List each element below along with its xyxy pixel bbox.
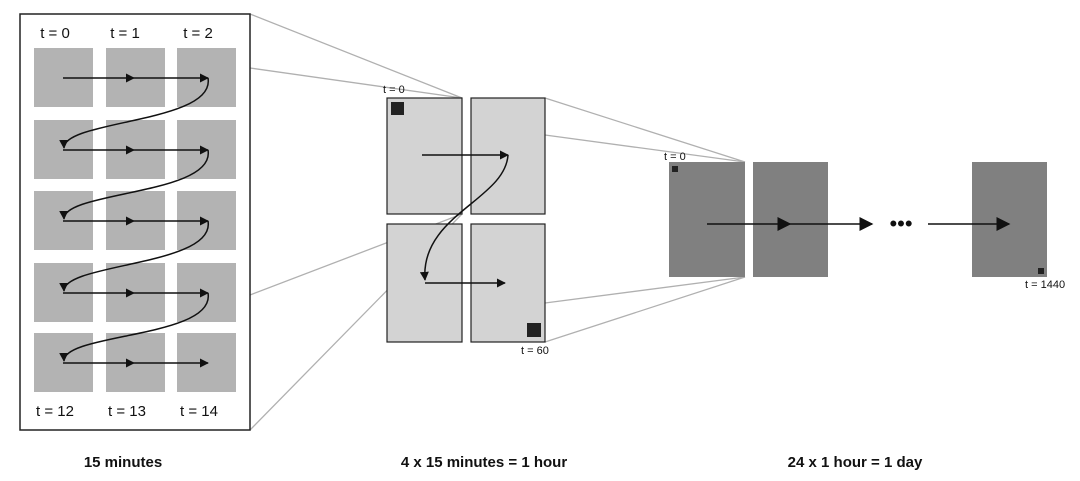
minute-cell-grid bbox=[34, 48, 236, 392]
hour-block bbox=[972, 162, 1047, 277]
hour-start-label: t = 0 bbox=[383, 84, 405, 96]
bottom-time-label: t = 13 bbox=[108, 403, 146, 420]
hour-end-label: t = 60 bbox=[521, 345, 549, 357]
day-end-label: t = 1440 bbox=[1025, 279, 1065, 291]
day-start-label: t = 0 bbox=[664, 151, 686, 163]
quarter-hour-block bbox=[470, 223, 546, 343]
minute-scan-arrows bbox=[59, 73, 209, 368]
minute-scan-arrow bbox=[59, 149, 209, 220]
caption-1-day: 24 x 1 hour = 1 day bbox=[788, 454, 923, 471]
hour-scan-arrow bbox=[419, 154, 509, 281]
connector-line bbox=[544, 276, 746, 304]
connector-line bbox=[544, 134, 746, 163]
minute-scan-arrow bbox=[59, 77, 209, 149]
top-time-label: t = 1 bbox=[110, 25, 140, 42]
quarter-hour-block bbox=[386, 97, 463, 215]
bottom-time-label: t = 12 bbox=[36, 403, 74, 420]
top-time-label: t = 2 bbox=[183, 25, 213, 42]
hour-block bbox=[753, 162, 828, 277]
panel-1-hour: t = 0 t = 60 4 x 15 minutes = 1 hour bbox=[383, 84, 567, 471]
caption-15-minutes: 15 minutes bbox=[84, 454, 162, 471]
connector-line bbox=[544, 276, 746, 343]
hour-block bbox=[669, 162, 745, 277]
caption-1-hour: 4 x 15 minutes = 1 hour bbox=[401, 454, 567, 471]
panel-1-day: ••• t = 0 t = 1440 24 x 1 hour = 1 day bbox=[664, 151, 1065, 471]
bottom-time-label: t = 14 bbox=[180, 403, 218, 420]
connector-line bbox=[249, 13, 463, 99]
zoom-connectors bbox=[249, 13, 746, 431]
start-marker bbox=[391, 102, 404, 115]
minute-scan-arrow bbox=[59, 220, 209, 292]
day-start-marker bbox=[672, 166, 678, 172]
day-end-marker bbox=[1038, 268, 1044, 274]
panel-15-minutes: t = 0 t = 1 t = 2 t = 12 t = 13 t = 14 1… bbox=[19, 13, 251, 471]
top-time-label: t = 0 bbox=[40, 25, 70, 42]
minute-scan-arrow bbox=[59, 292, 209, 362]
connector-line bbox=[249, 67, 463, 99]
end-marker bbox=[527, 323, 541, 337]
ellipsis: ••• bbox=[889, 211, 912, 236]
connector-line bbox=[544, 97, 746, 163]
